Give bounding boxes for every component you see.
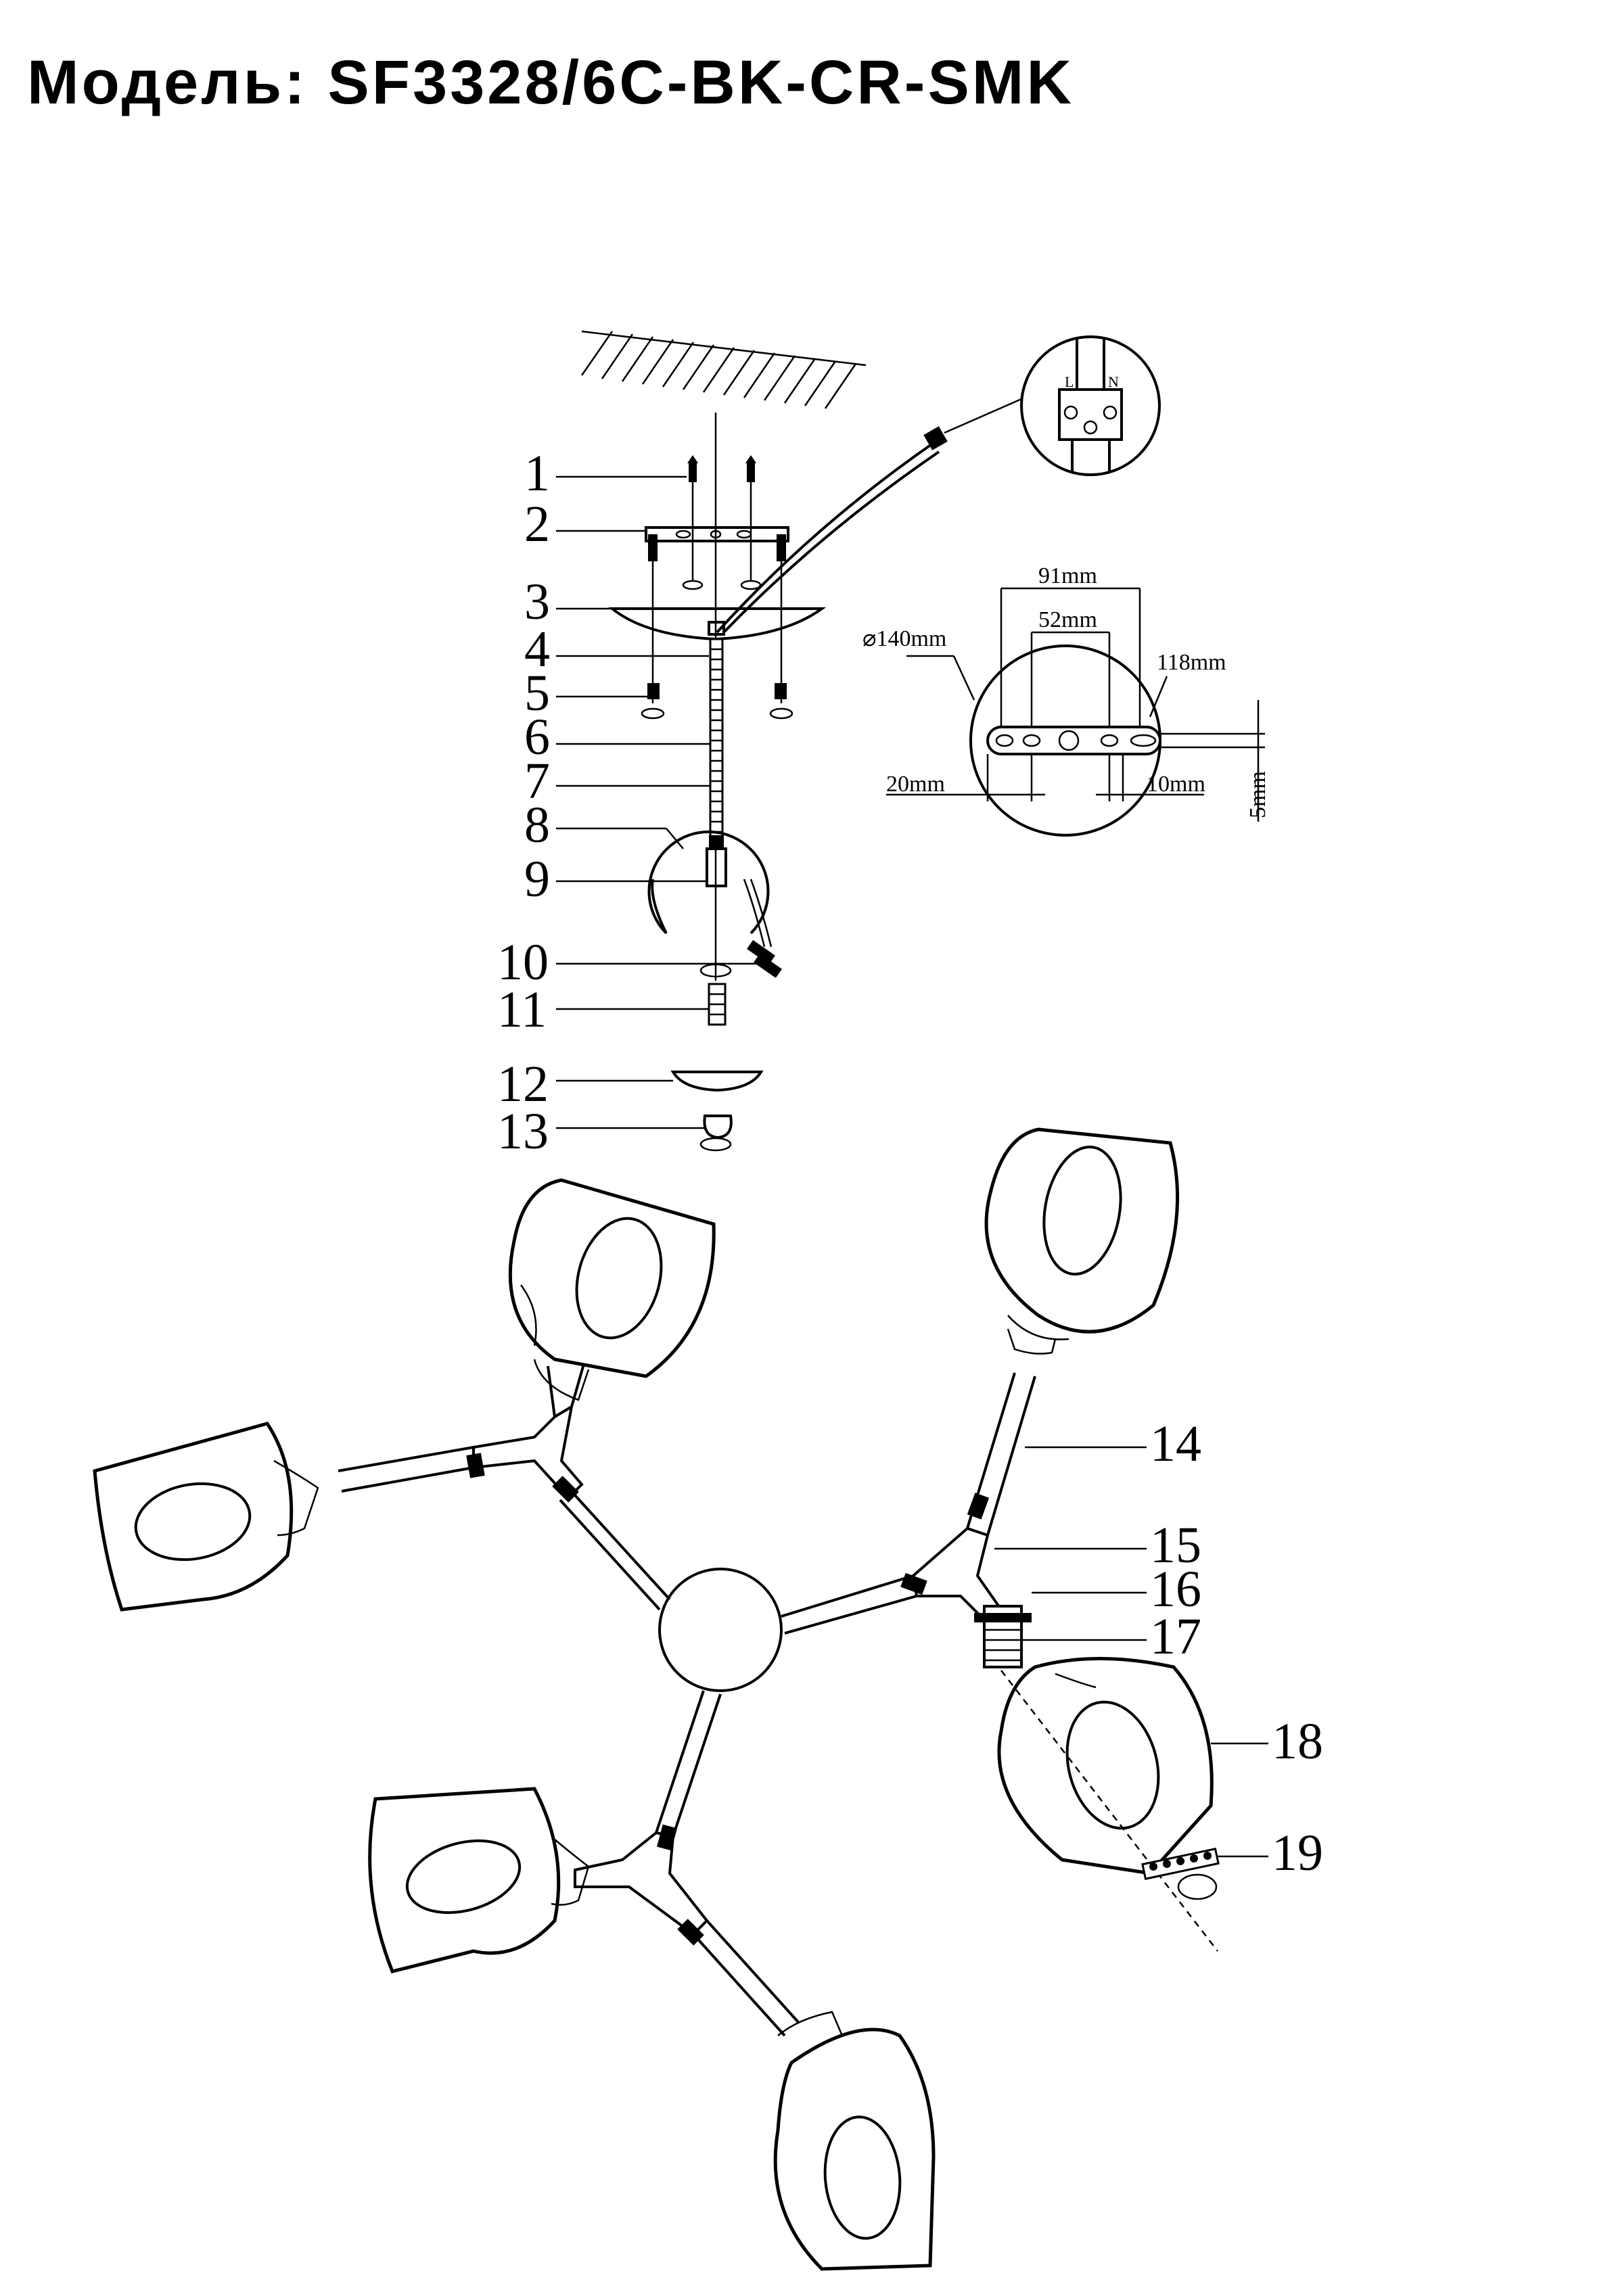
callout-13: 13 <box>497 1103 549 1160</box>
callout-11: 11 <box>497 981 547 1038</box>
arms <box>338 1359 1036 2037</box>
terminal-live-label: L <box>1065 373 1074 390</box>
callouts-upper: 1 2 3 4 5 6 7 8 9 10 11 12 13 <box>497 445 758 1160</box>
hex-nuts <box>647 683 787 699</box>
callout-15: 15 <box>1150 1517 1201 1574</box>
callout-4: 4 <box>524 621 550 678</box>
callout-12: 12 <box>497 1056 549 1112</box>
lamp-ring <box>1141 1848 1220 1880</box>
threaded-nipple <box>708 983 727 1026</box>
screw-icon <box>745 455 756 582</box>
decorative-cup <box>670 1071 764 1092</box>
callout-5: 5 <box>524 665 550 722</box>
wire-terminal-icon: L N <box>1020 335 1161 476</box>
callout-9: 9 <box>524 851 550 908</box>
callout-6: 6 <box>524 709 550 766</box>
callout-14: 14 <box>1150 1415 1201 1472</box>
suspension-rod <box>708 621 725 847</box>
callout-18: 18 <box>1272 1713 1323 1770</box>
callout-16: 16 <box>1150 1561 1201 1618</box>
rotation-arrow-icon <box>1177 1873 1218 1900</box>
dim-diameter: ⌀140mm <box>862 626 946 651</box>
callout-2: 2 <box>524 496 550 553</box>
callout-19: 19 <box>1272 1825 1323 1881</box>
finial <box>703 1115 733 1140</box>
dim-91: 91mm <box>1038 563 1097 588</box>
hub-sphere <box>658 1568 783 1692</box>
dim-10: 10mm <box>1147 772 1205 797</box>
ceiling-screws <box>687 455 756 582</box>
mounting-bar-dimensions: 91mm 52mm ⌀140mm 118mm 20mm 10mm 5mm <box>862 563 1270 837</box>
central-sphere-exploded <box>647 830 782 979</box>
callouts-lower: 14 15 16 17 18 19 <box>994 1415 1323 1881</box>
supply-cable <box>716 398 1022 634</box>
model-title: Модель: SF3328/6C-BK-CR-SMK <box>27 48 1074 117</box>
screw-icon <box>687 455 698 582</box>
terminal-neutral-label: N <box>1108 373 1119 390</box>
callout-1: 1 <box>524 445 550 502</box>
mounting-bar <box>645 526 789 703</box>
dim-118: 118mm <box>1157 650 1226 675</box>
glass-shade-icon <box>93 1127 1214 2271</box>
dim-52: 52mm <box>1038 607 1097 632</box>
callout-3: 3 <box>524 573 550 630</box>
dim-20: 20mm <box>886 772 945 797</box>
callout-10: 10 <box>497 934 549 991</box>
callout-7: 7 <box>524 753 550 810</box>
ceiling-hatch <box>580 330 867 409</box>
callout-8: 8 <box>524 797 550 853</box>
callout-17: 17 <box>1150 1608 1201 1665</box>
socket-assembly <box>974 1605 1220 1952</box>
dim-5: 5mm <box>1245 771 1270 818</box>
